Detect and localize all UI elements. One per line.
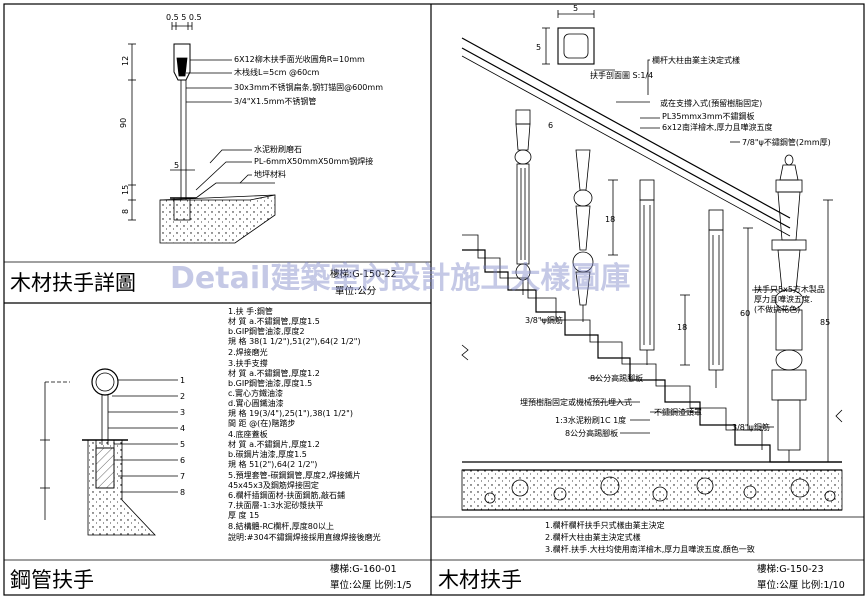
callout-6: 6 (180, 456, 185, 465)
wood-stair-title: 木材扶手 (438, 568, 522, 592)
dim-60: 60 (740, 309, 750, 318)
callout-2: 2 (180, 392, 185, 401)
callout-3: 3 (180, 408, 185, 417)
dim-85: 85 (820, 318, 830, 327)
steel-unit: 單位:公厘 比例:1/5 (330, 579, 412, 591)
wood-detail-dimensions: 0.5 5 0.5 12 90 5 15 8 (119, 13, 202, 214)
callout-8: 8 (180, 488, 185, 497)
label-1: 6X12柳木扶手面光收圓角R=10mm (234, 54, 365, 64)
sheet-frame (3, 3, 865, 596)
label-4: 3/4"X1.5mm不锈钢管 (234, 96, 316, 106)
baluster-4 (708, 209, 724, 388)
note-7: b.GIP鋼管油漆,厚度1.5 (228, 378, 312, 388)
stair-note-2: 3.欄杆.扶手.大柱均使用南洋檜木,厚力且嘩淚五度,顏色一致 (545, 544, 755, 554)
stair-label-8: 埋預樹脂固定或機械預孔埋入式 (520, 397, 632, 407)
note-15: 規 格 51(2"),64(2 1/2") (228, 459, 317, 469)
callout-1: 1 (180, 376, 185, 385)
stair-label-4: 6x12南洋檜木,厚力且嘩淚五度 (662, 122, 773, 132)
wood-stair-code: 樓梯:G-150-23 (757, 563, 824, 575)
dim-15: 15 (121, 185, 130, 195)
dim-side-5: 5 (536, 43, 541, 52)
note-8: c.實心方鐵油漆 (228, 388, 283, 398)
note-19: 7.扶面層-1:3水泥砂漿扶平 (228, 500, 323, 510)
stair-label-5: 7/8"ψ不鏽鋼管(2mm厚) (742, 137, 831, 147)
wood-detail-code: 樓梯:G-150-22 (330, 268, 397, 280)
wood-stair-title-block: 木材扶手 樓梯:G-150-23 單位:公厘 比例:1/10 (438, 563, 845, 592)
note-10: 規 格 19(3/4"),25(1"),38(1 1/2") (228, 408, 353, 418)
stair-label-0: 欄杆大柱由業主決定式樣 (652, 55, 740, 65)
steel-notes: 1.扶 手:鋼管 材 質 a.不鏽鋼管,厚度1.5 b.GIP鋼管油漆,厚度2 … (228, 306, 381, 542)
dim-6: 6 (548, 121, 553, 130)
wood-stair-unit: 單位:公厘 比例:1/10 (757, 579, 845, 591)
note-22: 說明:#304不鏽鋼焊接採用直線焊接後磨光 (228, 532, 381, 542)
note-17: 45x45x3及鋼筋焊接固定 (228, 480, 319, 490)
callout-7: 7 (180, 472, 185, 481)
label-3: 30x3mm不锈钢扁条,钢钉锚固@600mm (234, 82, 383, 92)
note-6: 材 質 a.不鏽鋼管,厚度1.2 (228, 368, 320, 378)
note-2: b.GIP鋼管油漆,厚度2 (228, 326, 305, 336)
wood-handrail-detail-drawing (128, 22, 276, 244)
baluster-2 (572, 149, 594, 322)
label-7: 地坪材料 (254, 169, 286, 179)
note-18: 6.欄杆插鋼面材-扶面鋼筋,敲石鋪 (228, 490, 345, 500)
stair-label-12: 扶手只5x5方木製品厚力且嘩淚五度.(不做挑花色) (754, 284, 825, 314)
baluster-1 (514, 109, 532, 295)
label-6: PL-6mmX50mmX50mm钢焊接 (254, 156, 373, 166)
wood-stair-notes: 1.欄杆欄杆扶手只式樣由業主決定 2.欄杆大柱由業主決定式樣 3.欄杆.扶手.大… (545, 520, 755, 554)
stair-label-1: 扶手剖面圖 S:1/4 (590, 70, 653, 80)
steel-handrail-drawing (40, 368, 178, 536)
note-16: 5.預埋套管-碳鋼鋼管,厚度2,焊接鐵片 (228, 470, 361, 480)
note-9: d.實心圓鐵油漆 (228, 398, 284, 408)
dim-5: 5 (174, 161, 179, 170)
steel-title-block: 鋼管扶手 樓梯:G-160-01 單位:公厘 比例:1/5 (10, 563, 412, 592)
watermark: Detail建築室內設計施工大樣圖庫 (170, 261, 630, 296)
callout-4: 4 (180, 424, 185, 433)
stair-label-2: 或在支撐入式(預留樹脂固定) (660, 98, 762, 108)
stair-label-13: 3/8"ψ鋼筋 (732, 422, 770, 432)
wood-stair-drawing (461, 10, 843, 511)
dim-90: 90 (119, 118, 128, 128)
stair-note-1: 2.欄杆大柱由業主決定式樣 (545, 532, 641, 542)
wood-detail-unit: 單位:公分 (335, 285, 377, 297)
dim-18: 18 (605, 215, 615, 224)
note-0: 1.扶 手:鋼管 (228, 306, 273, 316)
note-12: 4.底座蓋板 (228, 429, 268, 439)
stair-note-0: 1.欄杆欄杆扶手只式樣由業主決定 (545, 520, 665, 530)
stair-label-10: 1:3水泥粉刷1C 1度 (555, 415, 626, 425)
wood-stair-labels: 欄杆大柱由業主決定式樣 扶手剖面圖 S:1/4 或在支撐入式(預留樹脂固定) P… (520, 55, 831, 438)
wood-detail-title: 木材扶手詳圖 (10, 271, 136, 295)
steel-title: 鋼管扶手 (10, 568, 94, 592)
dim-18b: 18 (677, 323, 687, 332)
steel-code: 樓梯:G-160-01 (330, 563, 397, 575)
stair-label-6: 3/8"ψ鋼筋 (525, 315, 563, 325)
stair-label-3: PL35mmx3mm不鏽鋼板 (662, 111, 754, 121)
dim-top-5: 5 (573, 4, 578, 13)
note-5: 3.扶手支撐 (228, 358, 268, 368)
wood-detail-labels: 6X12柳木扶手面光收圓角R=10mm 木栈线L=5cm @60cm 30x3m… (234, 54, 383, 179)
note-20: 厚 度 15 (228, 510, 259, 520)
wood-detail-title-block: 木材扶手詳圖 樓梯:G-150-22 單位:公分 (10, 268, 397, 297)
stair-label-9: 不鏽鋼渣頭罩 (654, 407, 702, 417)
steel-callouts: 1 2 3 4 5 6 7 8 (180, 376, 185, 497)
baluster-3 (639, 179, 655, 365)
dim-top: 0.5 5 0.5 (166, 13, 202, 22)
callout-5: 5 (180, 440, 185, 449)
label-2: 木栈线L=5cm @60cm (234, 67, 320, 77)
note-14: b.碳鋼片油漆,厚度1.5 (228, 449, 307, 459)
note-21: 8.結構體-RC欄杆,厚度80以上 (228, 521, 334, 531)
note-4: 2.焊接磨光 (228, 347, 268, 357)
wood-stair-dimensions: 5 5 18 18 60 85 6 (536, 4, 830, 332)
note-3: 規 格 38(1 1/2"),51(2"),64(2 1/2") (228, 336, 361, 346)
stair-label-11: 8公分高踢腳板 (565, 428, 618, 438)
note-11: 間 距 @(在)階踏步 (228, 418, 295, 428)
dim-12: 12 (121, 56, 130, 66)
label-5: 水泥粉刷磨石 (254, 144, 302, 154)
note-1: 材 質 a.不鏽鋼管,厚度1.5 (228, 316, 320, 326)
note-13: 材 質 a.不鏽鋼片,厚度1.2 (228, 439, 320, 449)
stair-label-7: 8公分高踢腳板 (590, 373, 643, 383)
dim-8: 8 (121, 209, 130, 214)
